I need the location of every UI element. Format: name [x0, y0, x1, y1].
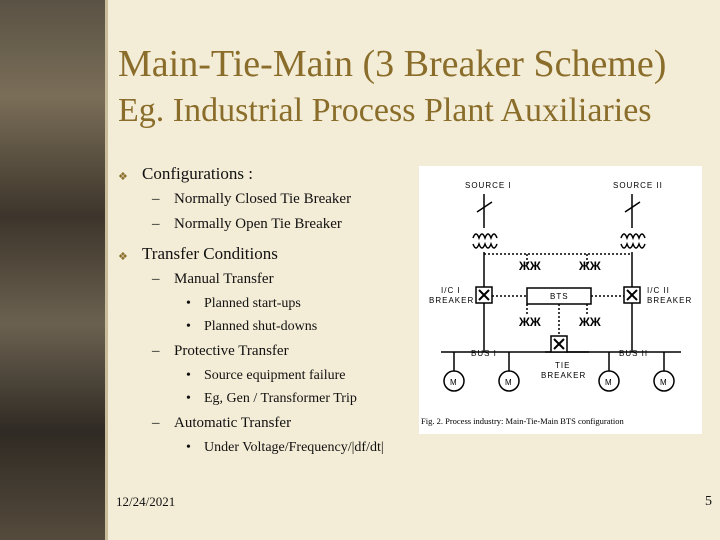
list-item-text: Eg, Gen / Transformer Trip — [204, 391, 357, 406]
motor-label: M — [605, 378, 613, 387]
motor-circle-icon — [443, 370, 465, 392]
transformer-coil-icon — [620, 241, 646, 249]
bullet-transfer-conditions: Transfer Conditions — [142, 244, 278, 263]
sensing-coil-icon: ЖЖ — [578, 315, 601, 329]
motor-label: M — [505, 378, 513, 387]
diamond-bullet-icon: ❖ — [118, 171, 128, 183]
sub-bullet: –Normally Open Tie Breaker — [152, 216, 342, 232]
slide-subtitle: Eg. Industrial Process Plant Auxiliaries — [118, 92, 652, 129]
source2-label: SOURCE II — [613, 181, 663, 190]
motor-circle-icon — [598, 370, 620, 392]
sub-bullet-text: Normally Closed Tie Breaker — [174, 191, 352, 207]
transformer-coil-icon — [620, 233, 646, 241]
ic2-label-2: BREAKER — [647, 296, 692, 305]
list-item: •Planned start-ups — [186, 296, 301, 311]
sub-bullet-text: Manual Transfer — [174, 271, 274, 287]
bus2-label: BUS II — [619, 349, 648, 358]
sensing-coil-icon: ЖЖ — [578, 259, 601, 273]
motor-label: M — [660, 378, 668, 387]
list-item: •Under Voltage/Frequency/|df/dt| — [186, 440, 384, 455]
tie-label: TIE — [555, 361, 570, 370]
bts-diagram-figure: ЖЖ ЖЖ ЖЖ ЖЖ SOURCE I SOURCE II I/C I BRE… — [419, 166, 702, 434]
sub-bullet-text: Protective Transfer — [174, 343, 289, 359]
list-item: •Source equipment failure — [186, 368, 346, 383]
sub-bullet: –Manual Transfer — [152, 271, 274, 287]
motor-label: M — [450, 378, 458, 387]
ic2-label: I/C II — [647, 286, 670, 295]
transformer-coil-icon — [472, 241, 498, 249]
sub-bullet: –Protective Transfer — [152, 343, 289, 359]
sub-bullet: –Automatic Transfer — [152, 415, 292, 431]
motor-circle-icon — [653, 370, 675, 392]
slide-title: Main-Tie-Main (3 Breaker Scheme) — [118, 43, 667, 85]
diamond-bullet-icon: ❖ — [118, 251, 128, 263]
list-item: •Planned shut-downs — [186, 319, 318, 334]
figure-caption: Fig. 2. Process industry: Main-Tie-Main … — [421, 416, 624, 426]
sub-bullet-text: Automatic Transfer — [174, 415, 292, 431]
sensing-coil-icon: ЖЖ — [518, 259, 541, 273]
ic1-label: I/C I — [441, 286, 461, 295]
decorative-sidebar-image — [0, 0, 108, 540]
ic1-label-2: BREAKER — [429, 296, 474, 305]
bts-diagram: ЖЖ ЖЖ ЖЖ ЖЖ SOURCE I SOURCE II I/C I BRE… — [421, 181, 692, 426]
list-item-text: Planned shut-downs — [204, 319, 318, 334]
tie-label-2: BREAKER — [541, 371, 586, 380]
list-item-text: Planned start-ups — [204, 296, 301, 311]
bus1-label: BUS I — [471, 349, 497, 358]
sidebar-edge — [105, 0, 108, 540]
sensing-coil-icon: ЖЖ — [518, 315, 541, 329]
transformer-coil-icon — [472, 233, 498, 241]
bts-label: BTS — [550, 292, 569, 301]
source1-label: SOURCE I — [465, 181, 512, 190]
page-number: 5 — [705, 494, 712, 509]
list-item: •Eg, Gen / Transformer Trip — [186, 391, 357, 406]
sub-bullet-text: Normally Open Tie Breaker — [174, 216, 342, 232]
motor-circle-icon — [498, 370, 520, 392]
sub-bullet: –Normally Closed Tie Breaker — [152, 191, 352, 207]
list-item-text: Source equipment failure — [204, 368, 346, 383]
footer-date: 12/24/2021 — [116, 494, 176, 509]
bullet-configurations: Configurations : — [142, 164, 253, 183]
list-item-text: Under Voltage/Frequency/|df/dt| — [204, 440, 384, 455]
